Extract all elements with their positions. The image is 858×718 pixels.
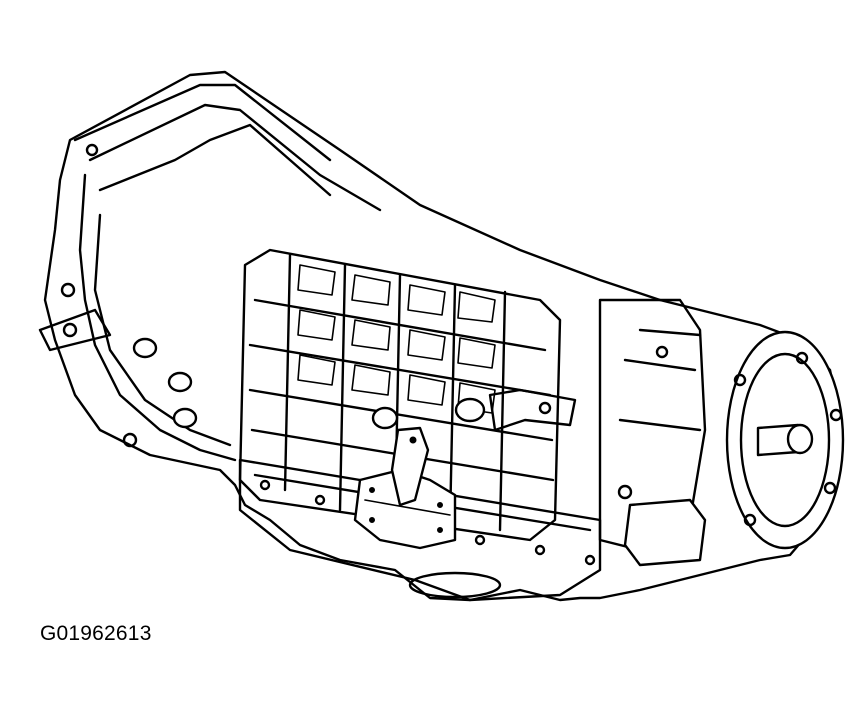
case-ribs	[238, 248, 562, 542]
side-block	[623, 498, 707, 567]
case-bosses	[132, 337, 577, 432]
range-sensor-component	[353, 426, 457, 550]
transmission-case	[38, 70, 842, 602]
extension-housing	[598, 298, 707, 552]
output-flange	[725, 330, 845, 550]
figure-id-label: G01962613	[40, 622, 152, 645]
